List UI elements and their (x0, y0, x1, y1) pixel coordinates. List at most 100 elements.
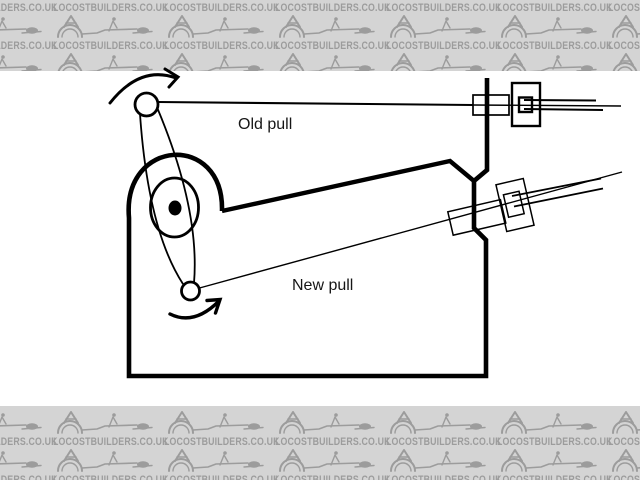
pedal-pivot-boss (149, 176, 200, 239)
kitcar-logo-icon (0, 55, 42, 71)
kitcar-logo-icon (390, 15, 486, 38)
watermark-text: LOCOSTBUILDERS.CO.UK (53, 474, 169, 480)
watermark-tile: LOCOSTBUILDERS.CO.UK (53, 410, 169, 448)
kitcar-logo-icon (0, 17, 42, 34)
kitcar-logo-icon (612, 449, 640, 472)
watermark-tile: LOCOSTBUILDERS.CO.UK (386, 14, 502, 52)
old-cable-bracket-small (517, 96, 534, 114)
watermark-text: LOCOSTBUILDERS.CO.UK (164, 2, 280, 14)
watermark-text: LOCOSTBUILDERS.CO.UK (164, 474, 280, 480)
watermark-text: LOCOSTBUILDERS.CO.UK (386, 2, 502, 14)
watermark-text: LOCOSTBUILDERS.CO.UK (386, 474, 502, 480)
watermark-text: LOCOSTBUILDERS.CO.UK (608, 2, 640, 14)
watermark-text: LOCOSTBUILDERS.CO.UK (608, 474, 640, 480)
pedal-box-outline (126, 78, 490, 379)
old-pull-inner-cable (472, 104, 622, 107)
kitcar-logo-icon (612, 53, 640, 71)
watermark-text: LOCOSTBUILDERS.CO.UK (497, 474, 613, 480)
watermark-text: LOCOSTBUILDERS.CO.UK (164, 40, 280, 52)
old-cable-sheath-bottom (523, 108, 604, 111)
new-cable-bracket-small (502, 190, 526, 219)
kitcar-logo-icon (612, 411, 640, 434)
watermark-tile: LOCOSTBUILDERS.CO.UK (275, 448, 390, 480)
kitcar-logo-icon (390, 53, 486, 71)
watermark-tile: LOCOSTBUILDERS.CO.UK (164, 0, 280, 14)
pivot-center-dot (168, 200, 182, 216)
watermark-tile: LOCOSTBUILDERS.CO.UK (497, 14, 612, 52)
kitcar-logo-icon (57, 15, 153, 38)
watermark-tile: LOCOSTBUILDERS.CO.UK (164, 410, 279, 448)
kitcar-logo-icon (57, 449, 153, 472)
watermark-tile: LOCOSTBUILDERS.CO.UK (53, 448, 169, 480)
new-cable-bracket-wide (446, 198, 507, 237)
housing-top-edge (221, 158, 476, 214)
watermark-tile: LOCOSTBUILDERS.CO.UK (608, 0, 640, 14)
rotation-arrow-bottom-icon (168, 297, 223, 320)
new-cable-bracket-tall (495, 177, 535, 233)
kitcar-logo-icon (390, 411, 486, 434)
watermark-text: LOCOSTBUILDERS.CO.UK (53, 40, 169, 52)
kitcar-logo-icon (279, 15, 375, 38)
watermark-text: LOCOSTBUILDERS.CO.UK (386, 436, 502, 448)
watermark-tile: LOCOSTBUILDERS.CO.UK (608, 448, 640, 480)
kitcar-logo-icon (279, 53, 375, 71)
old-cable-sheath-top (523, 99, 597, 102)
kitcar-logo-icon (501, 53, 597, 71)
watermark-tile: LOCOSTBUILDERS.CO.UK (53, 14, 169, 52)
watermark-text: LOCOSTBUILDERS.CO.UK (275, 40, 391, 52)
watermark-tile: LOCOSTBUILDERS.CO.UK (0, 410, 57, 448)
bell-crank-left-edge (139, 113, 184, 285)
old-pull-label: Old pull (238, 116, 292, 133)
watermark-text: LOCOSTBUILDERS.CO.UK (386, 40, 502, 52)
watermark-text: LOCOSTBUILDERS.CO.UK (275, 436, 391, 448)
watermark-tile: LOCOSTBUILDERS.CO.UK (164, 14, 280, 52)
new-pull-label: New pull (292, 277, 353, 294)
kitcar-logo-icon (57, 53, 153, 71)
new-cable-anchor-circle (180, 280, 201, 302)
old-cable-bracket-tall (510, 81, 542, 128)
watermark-banner-top: LOCOSTBUILDERS.CO.UK LOCOSTBUILDERS.CO.U… (0, 0, 640, 71)
kitcar-logo-icon (390, 449, 486, 472)
kitcar-logo-icon (612, 15, 640, 38)
kitcar-logo-icon (279, 411, 375, 434)
watermark-tile: LOCOSTBUILDERS.CO.UK (608, 410, 640, 448)
watermark-tile: LOCOSTBUILDERS.CO.UK (497, 410, 613, 448)
watermark-text: LOCOSTBUILDERS.CO.UK (275, 2, 391, 14)
watermark-text: LOCOSTBUILDERS.CO.UK (53, 2, 169, 14)
old-pull-cable-line (157, 100, 474, 107)
watermark-tile: LOCOSTBUILDERS.CO.UK (497, 0, 613, 14)
new-pull-cable-line (199, 171, 623, 289)
kitcar-logo-icon (501, 449, 597, 472)
watermark-tile: LOCOSTBUILDERS.CO.UK (608, 52, 640, 71)
watermark-tile: LOCOSTBUILDERS.CO.UK (608, 14, 640, 52)
kitcar-logo-icon (501, 15, 597, 38)
watermark-tile: LOCOSTBUILDERS.CO.UK (0, 0, 57, 14)
rotation-arrow-top-icon (108, 67, 181, 105)
watermark-tile: LOCOSTBUILDERS.CO.UK (275, 52, 386, 71)
watermark-text: LOCOSTBUILDERS.CO.UK (497, 436, 613, 448)
watermark-tile: LOCOSTBUILDERS.CO.UK (386, 0, 502, 14)
old-cable-bracket-outer (472, 94, 510, 116)
watermark-text: LOCOSTBUILDERS.CO.UK (608, 40, 640, 52)
watermark-text: LOCOSTBUILDERS.CO.UK (497, 2, 613, 14)
kitcar-logo-icon (168, 449, 264, 472)
watermark-tile: LOCOSTBUILDERS.CO.UK (53, 52, 164, 71)
watermark-tile: LOCOSTBUILDERS.CO.UK (275, 14, 391, 52)
watermark-banner-bottom: LOCOSTBUILDERS.CO.UK LOCOSTBUILDERS.CO.U… (0, 406, 640, 480)
kitcar-logo-icon (0, 451, 42, 468)
watermark-text: LOCOSTBUILDERS.CO.UK (0, 474, 58, 480)
new-cable-bracket (446, 177, 535, 237)
watermark-tile: LOCOSTBUILDERS.CO.UK (275, 410, 391, 448)
watermark-tile: LOCOSTBUILDERS.CO.UK (386, 448, 502, 480)
watermark-text: LOCOSTBUILDERS.CO.UK (608, 436, 640, 448)
bell-crank-right-edge (156, 108, 196, 284)
kitcar-logo-icon (0, 413, 42, 430)
kitcar-logo-icon (501, 411, 597, 434)
kitcar-logo-icon (168, 15, 264, 38)
watermark-tile: LOCOSTBUILDERS.CO.UK (53, 0, 169, 14)
kitcar-logo-icon (57, 411, 153, 434)
watermark-tile: LOCOSTBUILDERS.CO.UK (0, 14, 57, 52)
watermark-text: LOCOSTBUILDERS.CO.UK (53, 436, 169, 448)
